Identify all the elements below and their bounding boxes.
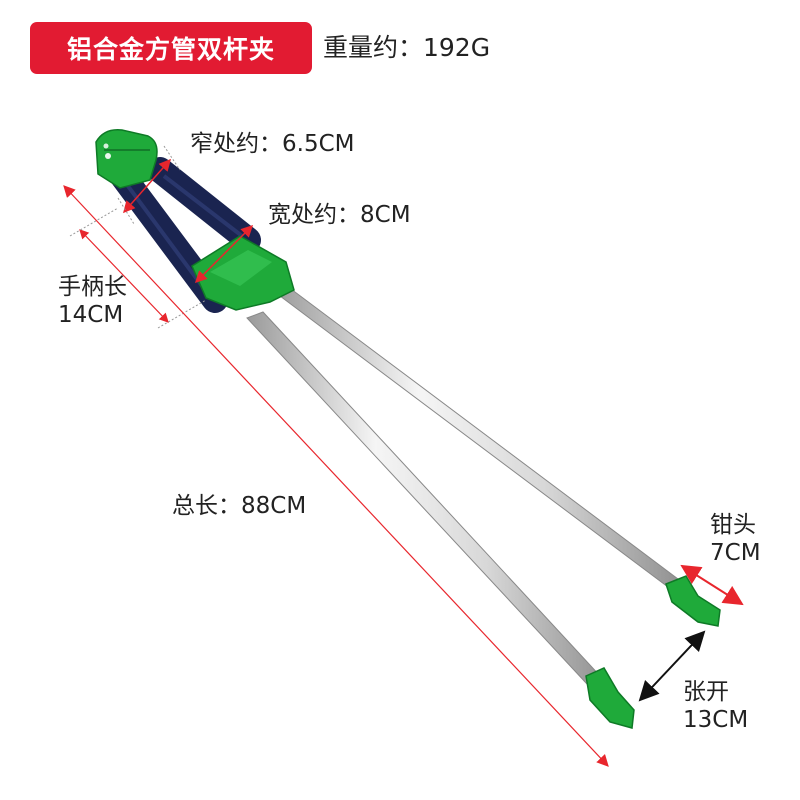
opening-span-label-line2: 13CM [683, 707, 749, 733]
product-title-badge: 铝合金方管双杆夹 [30, 22, 312, 74]
hinge-cap [95, 129, 158, 189]
jaw-head-label: 钳头 7CM [710, 511, 761, 567]
jaw-head-label-line1: 钳头 [710, 512, 756, 538]
weight-label: 重量约：192G [323, 33, 491, 62]
opening-span-label: 张开 13CM [683, 678, 748, 734]
opening-span-label-line1: 张开 [683, 679, 729, 705]
jaw-head-label-line2: 7CM [710, 540, 761, 566]
jaw-head-arrow [680, 564, 744, 606]
handle-length-label-line1: 手柄长 [58, 274, 127, 300]
total-length-label: 总长：88CM [172, 493, 307, 519]
wide-width-label: 宽处约：8CM [268, 202, 411, 228]
total-length-arrow [63, 185, 609, 767]
narrow-width-label: 窄处约：6.5CM [190, 131, 355, 157]
opening-span-arrow [638, 630, 706, 702]
handle-length-label: 手柄长 14CM [58, 273, 127, 329]
collar [191, 235, 295, 311]
handle-length-label-line2: 14CM [58, 302, 124, 328]
